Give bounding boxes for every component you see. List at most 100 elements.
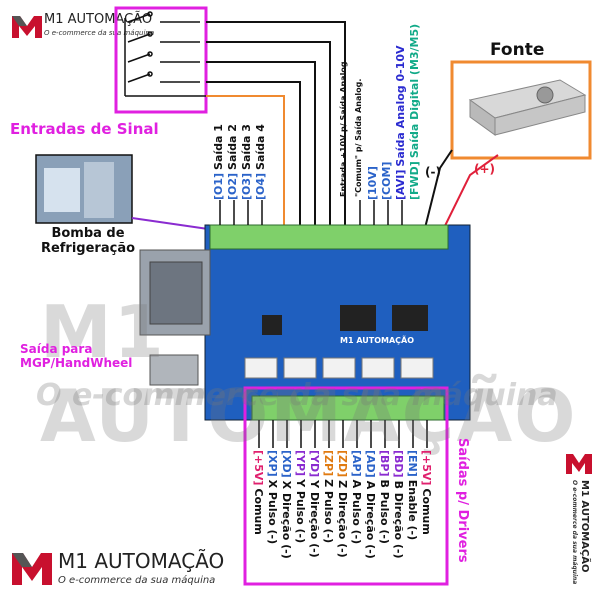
fonte-box xyxy=(450,60,592,160)
bottom-terminal-block xyxy=(251,395,445,421)
top-pin-wires xyxy=(219,200,403,225)
bottom-pin-code: [BP] xyxy=(378,450,391,477)
m1-logo-icon xyxy=(566,454,592,474)
m1-logo-icon xyxy=(12,16,42,38)
bottom-pin-name: X Pulso (-) xyxy=(266,479,279,545)
saida-mpg-line-2: MGP/HandWheel xyxy=(20,356,133,370)
bottom-pin-code: [XP] xyxy=(266,450,279,477)
logo-brand: M1 AUTOMAÇÃO xyxy=(58,549,225,573)
bottom-pin-code: [BD] xyxy=(392,450,405,478)
saidas-drivers-label: Saídas p/ Drivers xyxy=(455,438,470,563)
switches-box xyxy=(114,6,208,114)
signal-wires xyxy=(206,21,346,232)
top-terminal-block xyxy=(209,224,449,250)
bottom-pin-name: Z Direção (-) xyxy=(336,480,349,558)
top-pin-label: "Comum" p/ Saída Analog. xyxy=(354,79,363,200)
top-pin-name: "Comum" p/ Saída Analog. xyxy=(354,78,363,197)
top-pin-label: [O4] Saída 4 xyxy=(254,124,267,200)
top-pin-name: Saída 1 xyxy=(212,124,225,170)
bottom-pin-label: [BD] B Direção (-) xyxy=(392,450,405,559)
bottom-pin-name: X Direção (-) xyxy=(280,480,293,559)
bottom-pin-code: [YD] xyxy=(308,450,321,478)
top-pin-code: [O3] xyxy=(240,172,253,200)
bottom-pin-name: Y Pulso (-) xyxy=(294,479,307,544)
drivers-box xyxy=(243,386,449,586)
bottom-pin-label: [BP] B Pulso (-) xyxy=(378,450,391,544)
wire-plus xyxy=(437,154,499,241)
bottom-pin-name: B Pulso (-) xyxy=(378,479,391,544)
chip-driver-2 xyxy=(392,305,428,331)
bottom-pin-label: [AP]A Pulso (-) xyxy=(350,450,363,544)
watermark-big: M1 AUTOMAÇÃO xyxy=(40,290,578,458)
bottom-pin-code: [ZD] xyxy=(336,450,349,478)
top-pin-label: [FWD] Saída Digital (M3/M5) xyxy=(408,24,421,200)
top-pin-label: Entrada +10V p/ Saída Analog. xyxy=(339,58,348,200)
usb-connector xyxy=(149,354,199,386)
wire-minus xyxy=(421,149,453,241)
minus-label: (-) xyxy=(425,165,441,179)
bottom-pin-code: [AD] xyxy=(364,450,377,478)
bottom-pin-label: [ZP] Z Pulso (-) xyxy=(322,450,335,543)
logo-right-side: M1 AUTOMAÇÃO O e-commerce da sua máquina xyxy=(560,450,596,600)
fonte-label: Fonte xyxy=(490,40,545,60)
saida-mpg-line-1: Saída para xyxy=(20,342,93,356)
entradas-label: Entradas de Sinal xyxy=(10,120,159,138)
top-pin-label: [COM] xyxy=(380,159,393,200)
bottom-pin-code: [XD] xyxy=(280,450,293,478)
bomba-line-1: Bomba de xyxy=(51,226,125,241)
chip-driver-1 xyxy=(340,305,376,331)
bottom-pin-code: [YP] xyxy=(294,450,307,477)
logo-tagline: O e-commerce da sua máquina xyxy=(44,29,155,37)
logo-brand: M1 AUTOMAÇÃO xyxy=(579,480,590,573)
bottom-pin-label: [+5V] Comum xyxy=(252,450,265,535)
top-pin-code: [FWD] xyxy=(408,161,421,200)
bottom-pin-name: Enable (-) xyxy=(406,479,419,541)
top-pin-code: [O1] xyxy=(212,172,225,200)
logo-bottom-left: M1 AUTOMAÇÃO O e-commerce da sua máquina xyxy=(10,545,230,593)
top-pin-code: [O2] xyxy=(226,172,239,200)
bottom-pin-label: [XP] X Pulso (-) xyxy=(266,450,279,544)
bottom-pin-code: [+5V] xyxy=(420,450,433,486)
top-pin-label: [10V] xyxy=(366,163,379,200)
bottom-pin-name: B Direção (-) xyxy=(392,480,405,559)
logo-tagline: O e-commerce da sua máquina xyxy=(571,480,578,585)
top-pin-label: [O2] Saída 2 xyxy=(226,124,239,200)
chip-mcu xyxy=(262,315,282,335)
bottom-pin-name: Comum xyxy=(252,488,265,535)
m1-logo-icon xyxy=(12,553,52,585)
switch-symbols xyxy=(124,11,206,97)
top-pin-name: Saída 3 xyxy=(240,124,253,170)
top-pin-code: [10V] xyxy=(366,166,379,200)
saida-mpg-label: Saída para MGP/HandWheel xyxy=(20,342,132,370)
top-pin-name: Saída Digital (M3/M5) xyxy=(408,23,421,159)
bottom-pin-name: Comum xyxy=(420,488,433,535)
top-pin-code: [COM] xyxy=(380,161,393,200)
bomba-line-2: Refrigeração xyxy=(40,241,136,256)
top-pin-name: Saída 4 xyxy=(254,124,267,170)
top-pin-label: [AVI]Saída Analog 0-10V xyxy=(394,45,407,200)
bottom-pin-name: Y Direção (-) xyxy=(308,480,321,558)
watermark-small: O e-commerce da sua máquina xyxy=(36,378,558,413)
bottom-pin-label: [ZD] Z Direção (-) xyxy=(336,450,349,558)
bottom-pin-label: [EN] Enable (-) xyxy=(406,450,419,540)
power-supply-image xyxy=(468,79,587,136)
bottom-pin-label: [YP] Y Pulso (-) xyxy=(294,450,307,543)
bottom-pin-name: Z Pulso (-) xyxy=(322,479,335,544)
bottom-pin-label: [AD] A Direção (-) xyxy=(364,450,377,559)
bottom-pin-code: [ZP] xyxy=(322,450,335,477)
bottom-pin-code: [+5V] xyxy=(252,450,265,486)
top-pin-label: [O3] Saída 3 xyxy=(240,124,253,200)
plus-label: (+) xyxy=(474,162,496,176)
top-pin-name: Entrada +10V p/ Saída Analog. xyxy=(339,58,348,197)
top-pin-name: Saída 2 xyxy=(226,124,239,170)
bottom-pin-name: A Direção (-) xyxy=(364,480,377,559)
bottom-pin-code: [EN] xyxy=(406,450,419,477)
top-pin-name: Saída Analog 0-10V xyxy=(394,45,407,167)
header-blocks xyxy=(244,357,434,379)
top-pin-label: [O1] Saída 1 xyxy=(212,124,225,200)
top-pin-code: [O4] xyxy=(254,172,267,200)
driver-wires xyxy=(258,420,428,448)
logo-tagline: O e-commerce da sua máquina xyxy=(58,575,216,586)
bottom-pin-label: [+5V] Comum xyxy=(420,450,433,535)
